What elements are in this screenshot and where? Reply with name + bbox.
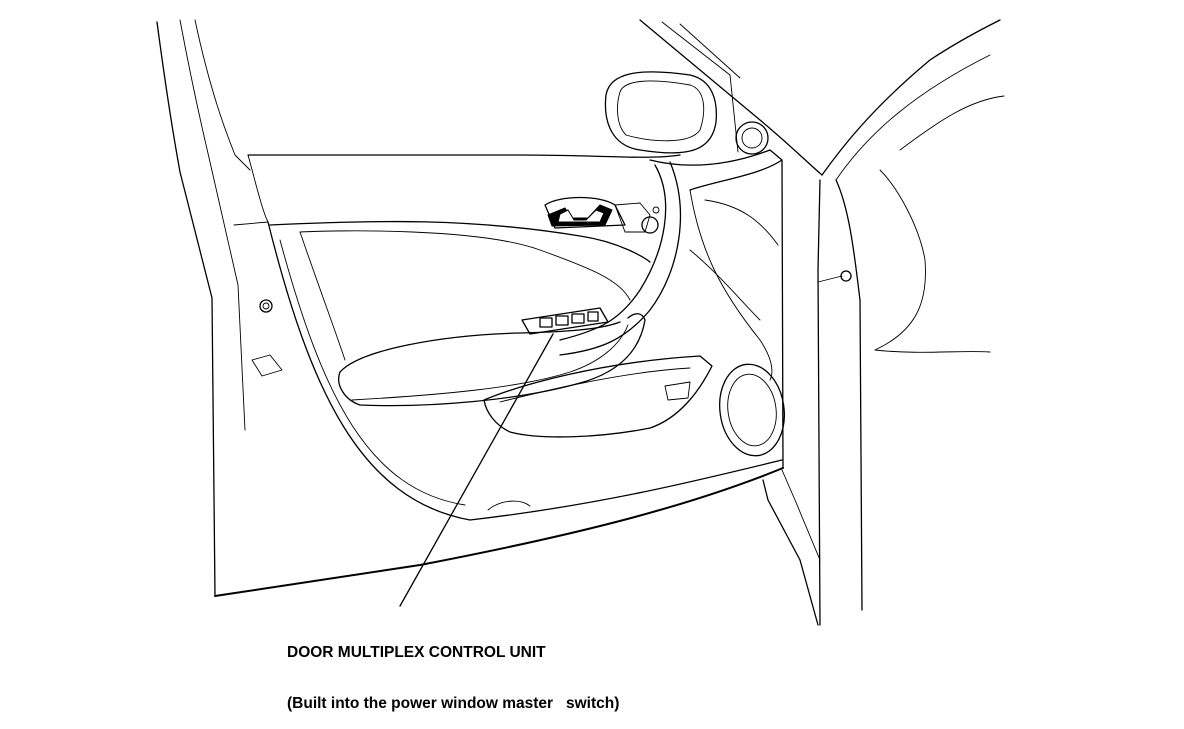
lower-panel-details	[251, 299, 531, 511]
power-window-master-switch	[521, 307, 609, 335]
grab-handle	[559, 161, 681, 356]
callout-title: DOOR MULTIPLEX CONTROL UNIT	[287, 644, 546, 661]
side-mirror	[604, 19, 823, 176]
body-opening	[762, 19, 1005, 626]
door-pocket	[483, 355, 713, 438]
door-trim-panel	[269, 149, 783, 381]
door-shell	[214, 154, 784, 597]
door-multiplex-control-unit-label: DOOR MULTIPLEX CONTROL UNIT (Built into …	[287, 610, 619, 729]
door-interior-illustration	[156, 19, 1005, 626]
front-pillar-lines	[156, 19, 251, 597]
callout-leader-line	[399, 333, 554, 607]
door-speaker	[719, 363, 785, 457]
inner-door-handle	[544, 196, 660, 234]
callout-subtitle: (Built into the power window master swit…	[287, 695, 620, 712]
